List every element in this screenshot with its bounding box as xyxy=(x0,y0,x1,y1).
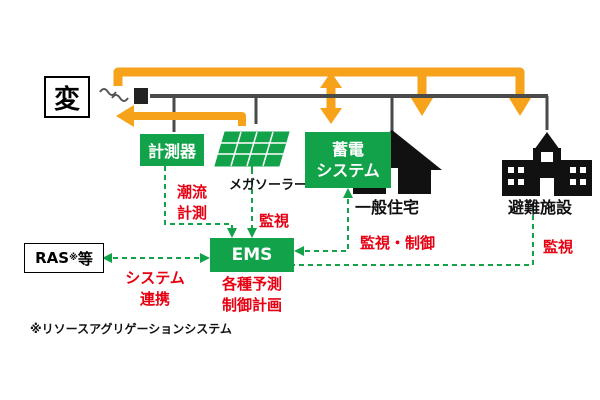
orange-flow-top xyxy=(113,67,525,98)
ras-label: RAS xyxy=(35,249,70,267)
ras-box: RAS※等 xyxy=(24,243,104,273)
ems-label: EMS xyxy=(231,245,273,265)
tidal-label: 潮流 計測 xyxy=(177,182,207,224)
orange-flow-solar-return xyxy=(132,112,246,126)
solar-panel-icon xyxy=(214,131,290,174)
ems-box: EMS xyxy=(210,238,294,272)
system-link-label: システム 連携 xyxy=(115,268,195,310)
storage-box: 蓄電 システム xyxy=(305,132,391,188)
storage-label-2: システム xyxy=(316,161,380,180)
system-link-label-1: システム xyxy=(125,269,185,287)
dash-shelter-ems xyxy=(274,206,534,270)
house-label: 一般住宅 xyxy=(355,198,420,217)
switch-icon xyxy=(99,88,148,104)
orange-arrowhead-shelter xyxy=(509,98,531,116)
transformer-box: 変 xyxy=(44,76,90,118)
tidal-label-2: 計測 xyxy=(177,204,208,222)
orange-arrowhead-storage-up xyxy=(320,72,342,88)
tidal-label-1: 潮流 xyxy=(177,183,208,201)
footnote: ※リソースアグリゲーションシステム xyxy=(30,322,232,336)
shelter-label: 避難施設 xyxy=(508,198,573,217)
meter-box: 計測器 xyxy=(140,134,204,166)
monitor-shelter-label: 監視 xyxy=(543,238,574,256)
system-link-label-2: 連携 xyxy=(139,290,170,308)
monitor-label: 監視 xyxy=(259,212,290,230)
orange-arrowhead-solar-return xyxy=(116,105,134,127)
forecast-label-2: 制御計画 xyxy=(221,296,282,314)
orange-arrowhead-house xyxy=(411,98,433,116)
transformer-label: 変 xyxy=(53,84,80,115)
forecast-label: 各種予測 制御計画 xyxy=(204,274,300,316)
ras-footnote-mark: ※ xyxy=(69,253,78,263)
solar-label: メガソーラー xyxy=(229,178,308,193)
dash-meter-to-ems xyxy=(164,166,237,238)
monitor-control-label: 監視・制御 xyxy=(360,234,436,252)
ras-suffix: 等 xyxy=(77,249,93,268)
forecast-label-1: 各種予測 xyxy=(221,275,282,293)
meter-label: 計測器 xyxy=(147,142,196,161)
orange-arrowhead-storage-down xyxy=(320,108,342,124)
storage-label-1: 蓄電 xyxy=(331,140,364,159)
dash-storage-ems xyxy=(294,188,353,256)
school-building-icon xyxy=(502,132,592,196)
